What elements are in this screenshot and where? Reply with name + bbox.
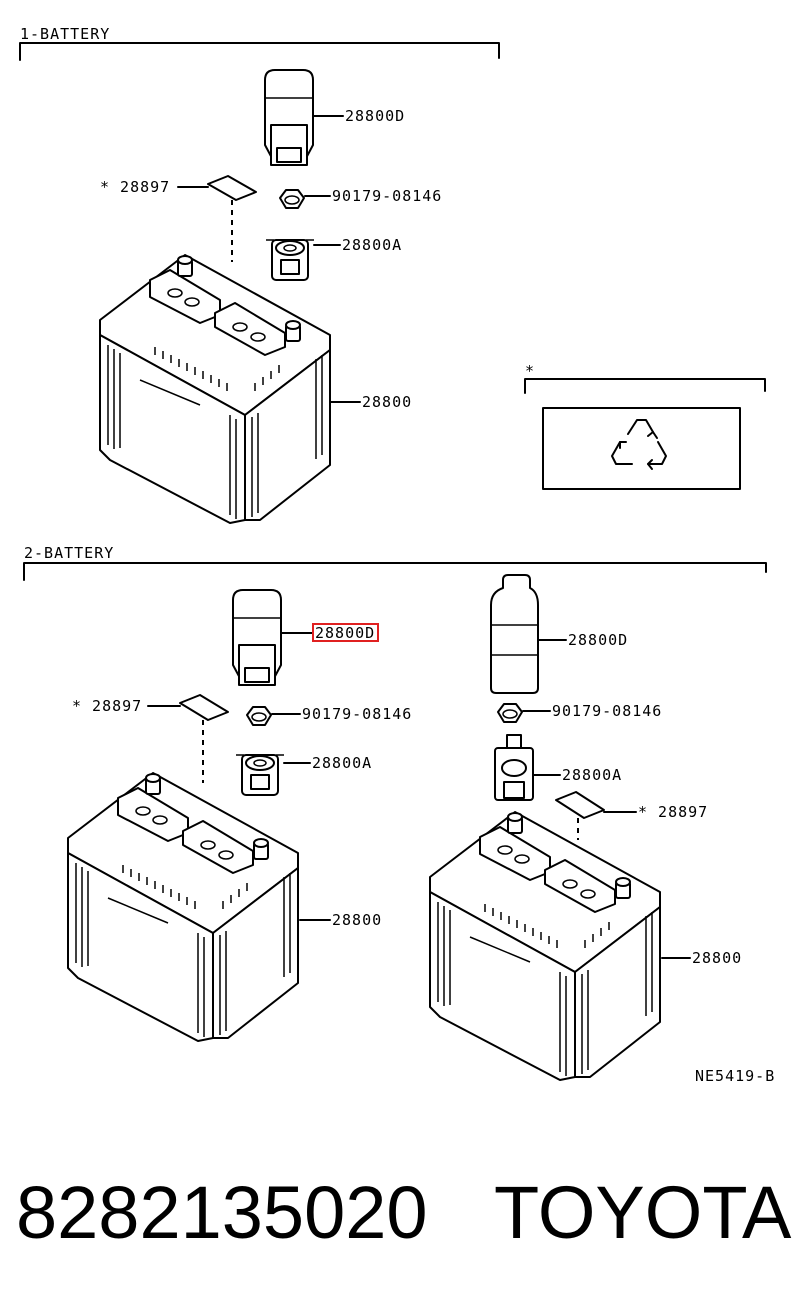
callout-label-2b: * 28897 — [638, 803, 708, 821]
recycle-bracket — [524, 378, 766, 394]
callout-highlight-box — [312, 623, 379, 642]
callout-nut-2a: 90179-08146 — [302, 705, 412, 723]
battery-part-2b — [429, 811, 661, 1081]
section-bracket-2 — [23, 562, 767, 581]
terminal-clamp-part — [265, 239, 315, 281]
battery-part-2a — [67, 772, 299, 1042]
section-bracket-1 — [19, 42, 500, 61]
nut-part-2a — [246, 706, 272, 726]
callout-clamp: 28800A — [342, 236, 402, 254]
callout-nut-2b: 90179-08146 — [552, 702, 662, 720]
drawing-code: NE5419-B — [695, 1067, 775, 1085]
recycle-star: * — [525, 362, 535, 380]
section-title-1: 1-BATTERY — [20, 25, 110, 43]
callout-cover: 28800D — [345, 107, 405, 125]
callout-label-2a: * 28897 — [72, 697, 142, 715]
callout-clamp-2a: 28800A — [312, 754, 372, 772]
terminal-clamp-part-2b — [494, 734, 534, 801]
label-sticker-part-2b — [555, 791, 605, 819]
recycle-label-box — [542, 407, 741, 490]
terminal-clamp-part-2a — [235, 754, 285, 796]
callout-cover-2b: 28800D — [568, 631, 628, 649]
callout-clamp-2b: 28800A — [562, 766, 622, 784]
label-sticker-part-2a — [179, 694, 229, 721]
callout-cover-2a: 28800D — [315, 624, 375, 642]
battery-cover-part-2b — [490, 574, 539, 694]
callout-label: * 28897 — [100, 178, 170, 196]
section-title-2: 2-BATTERY — [24, 544, 114, 562]
callout-battery-2b: 28800 — [692, 949, 742, 967]
brand-name: TOYOTA — [494, 1171, 792, 1254]
callout-battery-2a: 28800 — [332, 911, 382, 929]
battery-cover-part-2a — [232, 589, 282, 686]
nut-part — [279, 189, 305, 209]
battery-part — [99, 254, 331, 524]
part-number: 8282135020 — [16, 1171, 428, 1254]
callout-battery: 28800 — [362, 393, 412, 411]
recycle-icon — [611, 419, 667, 470]
label-sticker-part — [207, 175, 257, 201]
nut-part-2b — [497, 703, 523, 723]
callout-nut: 90179-08146 — [332, 187, 442, 205]
battery-cover-part — [264, 69, 314, 166]
